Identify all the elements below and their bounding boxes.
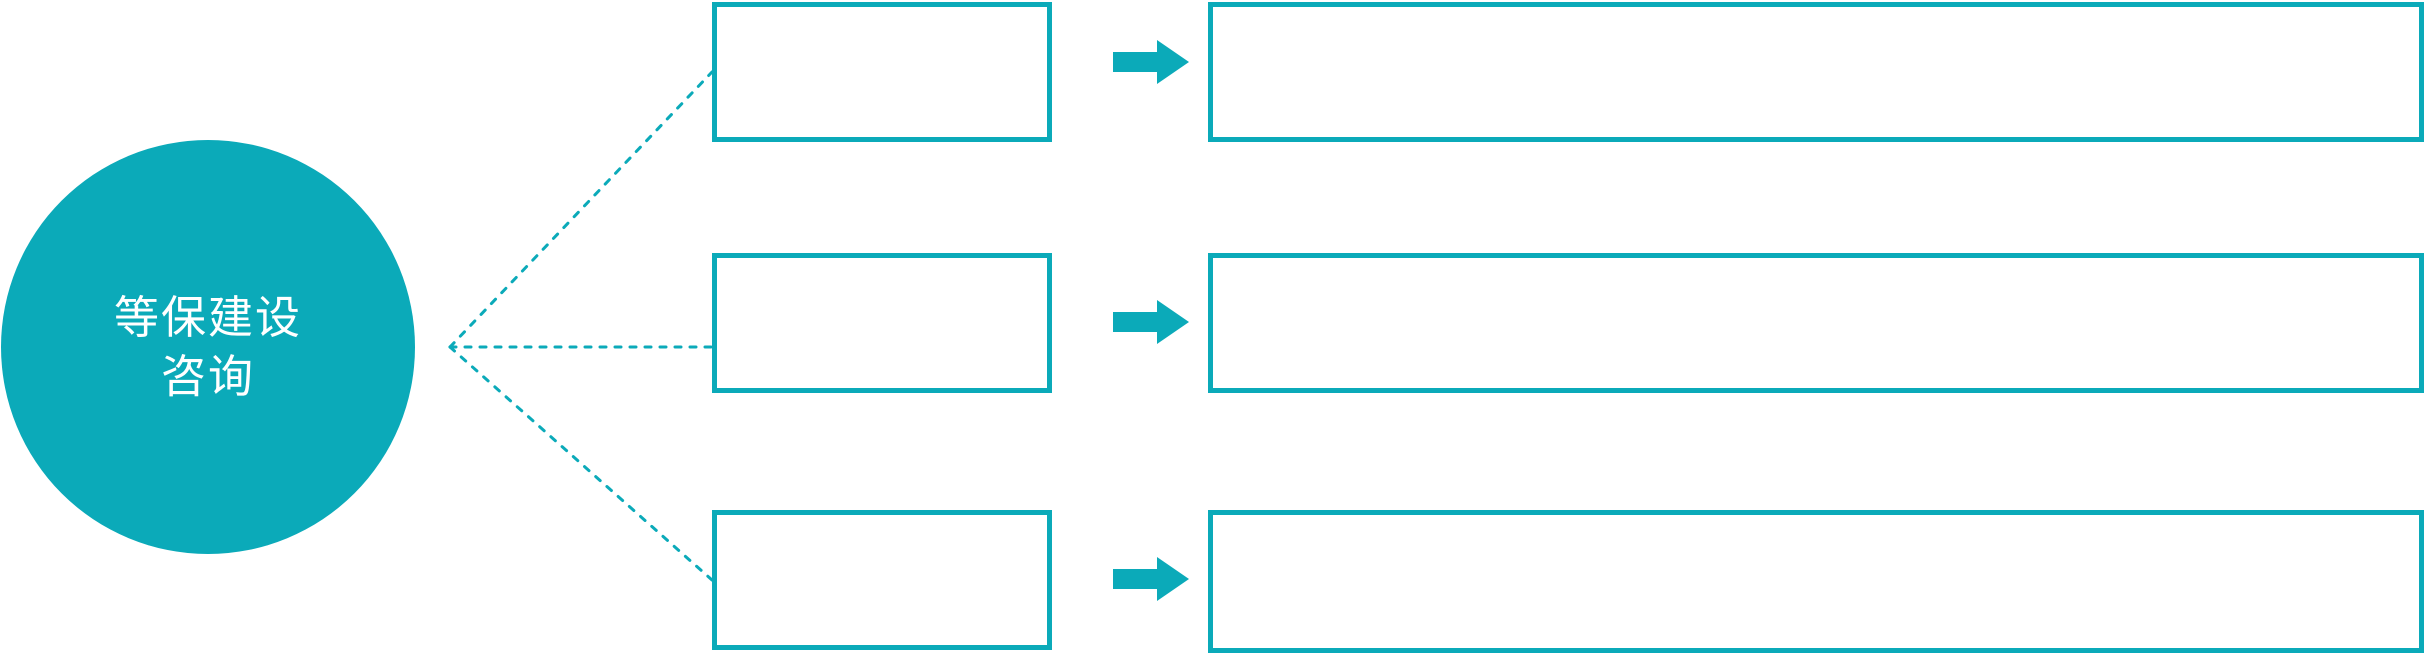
- hub-circle[interactable]: 等保建设 咨询: [1, 140, 415, 554]
- category-box-3[interactable]: [712, 510, 1052, 650]
- category-box-2[interactable]: [712, 253, 1052, 393]
- category-box-1[interactable]: [712, 2, 1052, 142]
- connector-line-bottom: [448, 345, 714, 582]
- arrow-right-icon: [1113, 300, 1189, 344]
- detail-box-2[interactable]: [1208, 253, 2424, 393]
- arrow-right-icon: [1113, 557, 1189, 601]
- detail-box-1[interactable]: [1208, 2, 2424, 142]
- arrow-right-icon: [1113, 40, 1189, 84]
- connector-line-top: [448, 70, 714, 349]
- hub-label-line2: 咨询: [160, 350, 255, 403]
- hub-label-line1: 等保建设: [113, 290, 302, 344]
- detail-box-3[interactable]: [1208, 510, 2424, 653]
